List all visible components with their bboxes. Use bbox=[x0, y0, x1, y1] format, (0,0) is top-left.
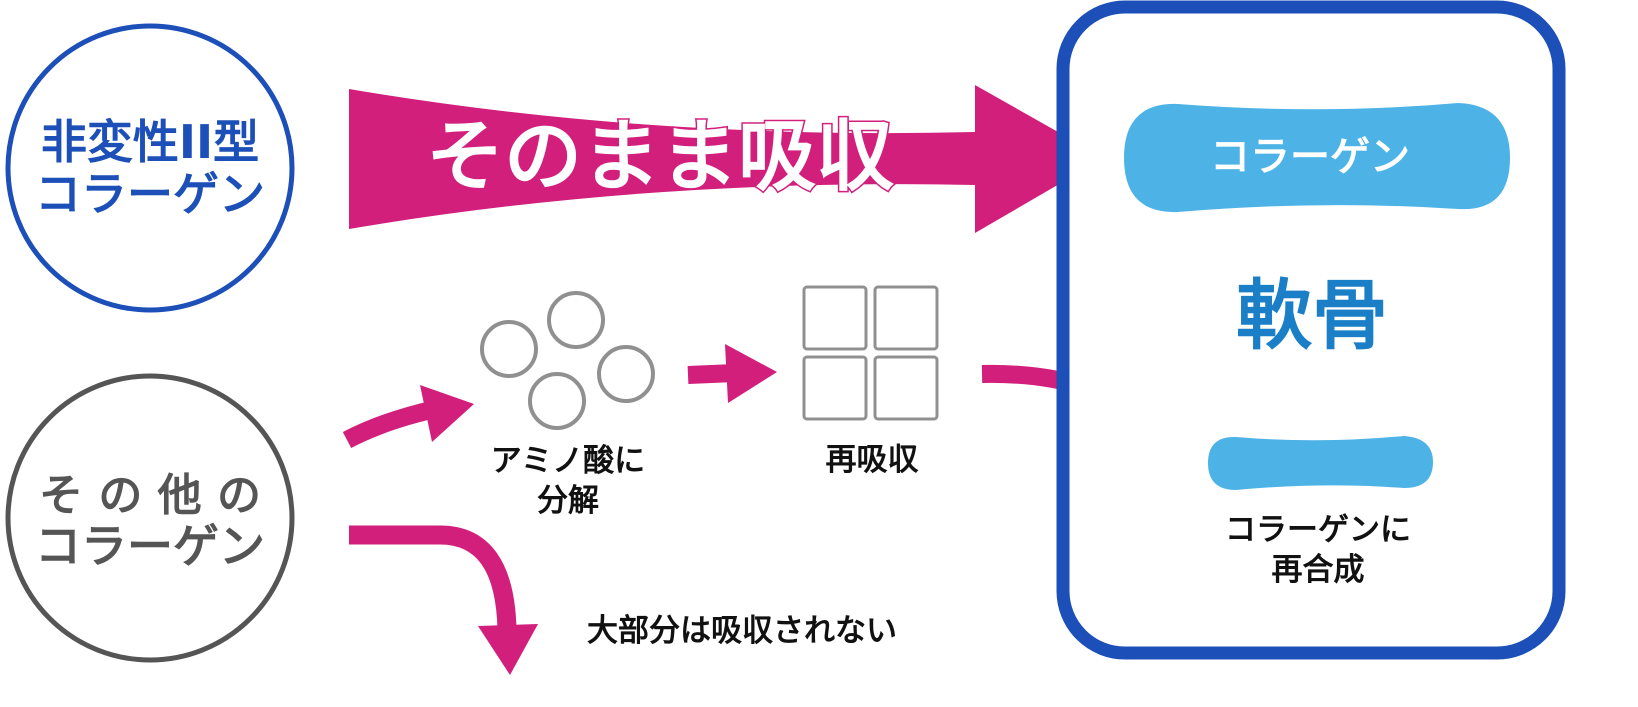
not-absorbed-arrow-head bbox=[478, 624, 538, 675]
amino-acid-circle bbox=[480, 320, 538, 378]
resynthesis-label-line2: 再合成 bbox=[1272, 552, 1365, 588]
reabsorption-block bbox=[802, 355, 868, 421]
arrow-to-amino-acids bbox=[342, 385, 474, 448]
amino-acid-molecules bbox=[480, 291, 655, 430]
direct-absorption-arrow-shape bbox=[349, 85, 1104, 233]
other-collagen-label-line2: コラーゲン bbox=[35, 519, 265, 573]
other-collagen-node: そ の 他 の コラーゲン bbox=[5, 373, 295, 663]
amino-acid-label-line2: 分解 bbox=[537, 483, 599, 519]
arrow-to-reabsorption bbox=[687, 344, 777, 403]
reabsorption-label: 再吸収 bbox=[826, 442, 919, 478]
reabsorption-block bbox=[873, 285, 939, 351]
amino-acid-circle bbox=[547, 291, 605, 349]
not-absorbed-arrow-shaft bbox=[349, 525, 517, 631]
amino-acid-circle bbox=[597, 345, 655, 403]
other-collagen-circle bbox=[5, 373, 295, 663]
collagen-band-top bbox=[1124, 103, 1510, 213]
undenatured-collagen-label-line1: 非変性II型 bbox=[41, 115, 259, 169]
resynthesis-label-line1: コラーゲンに bbox=[1225, 512, 1411, 548]
not-absorbed-arrow bbox=[349, 525, 538, 675]
undenatured-collagen-circle bbox=[5, 23, 295, 313]
collagen-band-top-label: コラーゲン bbox=[1210, 134, 1410, 180]
reabsorption-block bbox=[802, 285, 868, 351]
collagen-band-bottom bbox=[1208, 436, 1433, 490]
direct-absorption-label: そのまま吸収 bbox=[426, 112, 894, 202]
reabsorption-block bbox=[873, 355, 939, 421]
other-collagen-label-line1: そ の 他 の bbox=[39, 470, 261, 521]
arrow-to-amino-acids-head bbox=[420, 385, 474, 442]
cartilage-title: 軟骨 bbox=[1236, 271, 1388, 360]
direct-absorption-arrow: そのまま吸収 bbox=[349, 85, 1104, 233]
arrow-to-reabsorption-head bbox=[725, 344, 777, 403]
reabsorption-blocks bbox=[802, 285, 939, 421]
amino-acid-label-line1: アミノ酸に bbox=[491, 443, 645, 479]
cartilage-panel: コラーゲン 軟骨 コラーゲンに 再合成 bbox=[1056, 0, 1566, 660]
undenatured-collagen-node: 非変性II型 コラーゲン bbox=[5, 23, 295, 313]
amino-acid-circle bbox=[528, 372, 586, 430]
not-absorbed-label: 大部分は吸収されない bbox=[587, 613, 897, 649]
undenatured-collagen-label-line2: コラーゲン bbox=[35, 167, 265, 221]
